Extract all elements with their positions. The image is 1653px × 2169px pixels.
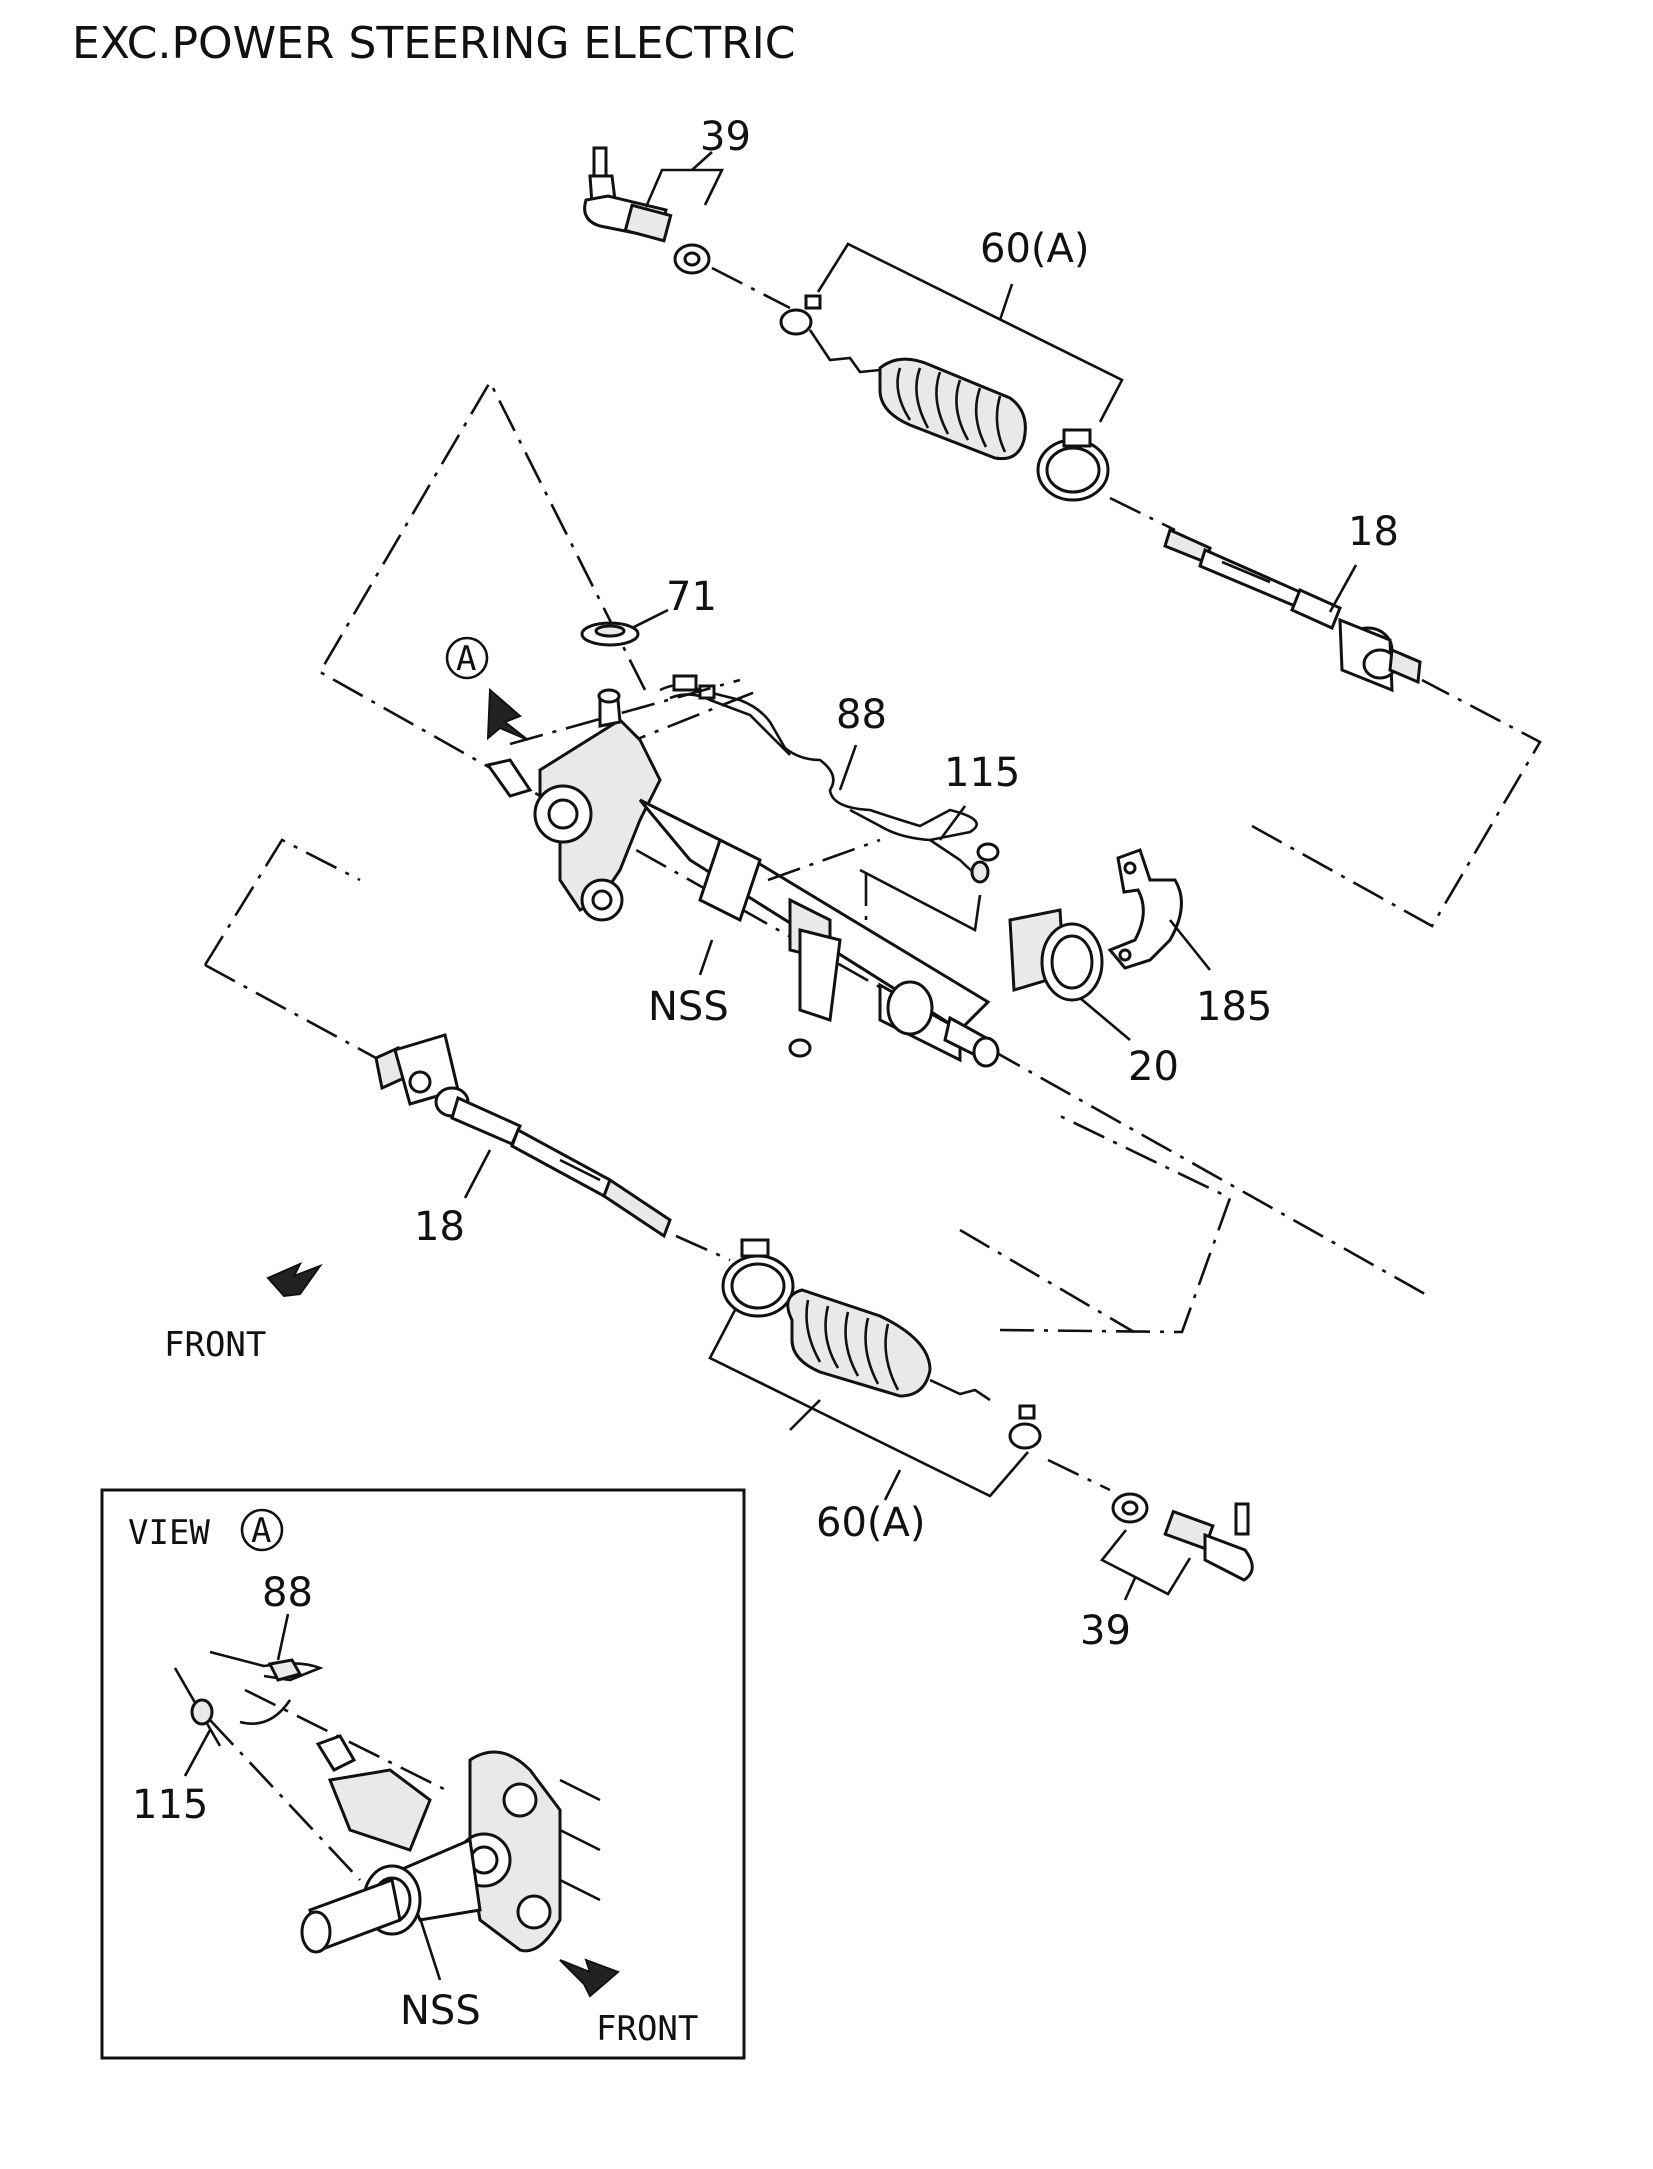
inset-callout-115: 115: [132, 1782, 208, 1828]
boot-clamp-small-upper[interactable]: [779, 294, 822, 336]
svg-text:A: A: [251, 1511, 271, 1551]
harness[interactable]: [659, 674, 978, 842]
inset-callout-88: 88: [262, 1570, 313, 1616]
callout-71: 71: [666, 574, 717, 620]
svg-text:A: A: [456, 639, 476, 679]
callout-nss: NSS: [648, 984, 729, 1030]
callout-185: 185: [1196, 984, 1272, 1030]
callout-39-upper: 39: [700, 114, 751, 160]
inset-callout-nss: NSS: [400, 1988, 481, 2034]
view-a-arrow: [486, 687, 529, 741]
tie-rod-end-upper[interactable]: [583, 146, 711, 275]
page-title: EXC.POWER STEERING ELECTRIC: [72, 18, 796, 69]
boot-clamp-small-lower[interactable]: [1008, 1404, 1042, 1450]
inner-tie-rod-lower[interactable]: [374, 1033, 672, 1239]
callout-bracket-39-lower: [1099, 1529, 1192, 1596]
callout-88: 88: [836, 692, 887, 738]
boot-clamp-large-lower[interactable]: [721, 1238, 795, 1318]
boot-lower[interactable]: [786, 1288, 932, 1398]
front-arrow: [266, 1261, 323, 1298]
callout-bracket-60-upper: [816, 242, 1124, 423]
inset-sensor[interactable]: [173, 1667, 292, 1747]
steering-gear-assembly[interactable]: [485, 688, 1000, 1068]
bushing[interactable]: [1008, 908, 1104, 1002]
inset-harness[interactable]: [209, 1650, 324, 1682]
boot-upper[interactable]: [878, 357, 1027, 461]
tie-rod-end-lower[interactable]: [1111, 1492, 1254, 1582]
inset-gear-assembly[interactable]: [300, 1734, 601, 1954]
view-a-marker: [445, 636, 489, 680]
grommet[interactable]: [580, 621, 640, 647]
inset-front-arrow: [559, 1958, 620, 1998]
callout-115: 115: [944, 750, 1020, 796]
inset-view-a: VIEW A 88 115: [100, 1488, 746, 2060]
callout-60a-upper: 60(A): [980, 226, 1089, 272]
callout-39-lower: 39: [1080, 1608, 1131, 1654]
callout-60a-lower: 60(A): [816, 1500, 925, 1546]
sensor[interactable]: [929, 838, 1000, 884]
inner-tie-rod-upper[interactable]: [1163, 527, 1422, 693]
inset-frame: [100, 1488, 746, 2060]
callout-20: 20: [1128, 1044, 1179, 1090]
boot-clamp-large-upper[interactable]: [1036, 428, 1110, 502]
inset-front-label: FRONT: [596, 2009, 698, 2049]
inset-view-label: VIEW: [128, 1513, 210, 1553]
clamp-bracket[interactable]: [1107, 848, 1183, 970]
callout-bracket-60-lower: [708, 1309, 1029, 1498]
callout-bracket-39-upper: [644, 168, 725, 208]
front-label: FRONT: [164, 1325, 266, 1365]
inset-view-marker: [240, 1508, 284, 1552]
callout-18-lower: 18: [414, 1204, 465, 1250]
callout-18-upper: 18: [1348, 509, 1399, 555]
